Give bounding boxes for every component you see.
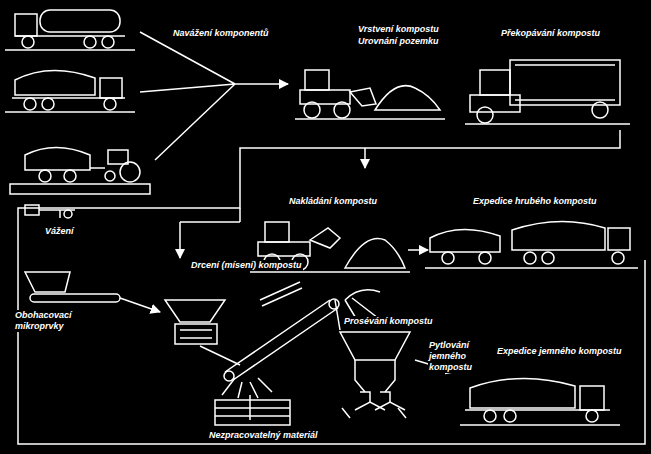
fine-compost-truck: [460, 378, 620, 425]
stage-label: Expedice hrubého kompostu: [472, 196, 598, 207]
coarse-compost-trucks: [425, 221, 638, 268]
stage-label: Vážení: [44, 226, 75, 237]
stage-label: Expedice jemného kompostu: [496, 346, 623, 357]
stage-label: Prosévání kompostu: [343, 316, 434, 327]
conveyor: [215, 282, 380, 425]
compost-turner: [465, 60, 630, 124]
stage-label: Vrstvení kompostu: [357, 24, 440, 35]
dump-truck: [5, 70, 135, 112]
crusher: [165, 300, 240, 365]
stage-label: Obohacovací mikroprvky: [14, 310, 78, 332]
stage-label: Navážení komponentů: [172, 28, 270, 39]
wheel-loader: [295, 70, 445, 119]
stage-label: Překopávání kompostu: [500, 28, 601, 39]
stage-label: Nezpracovatelný materiál: [208, 430, 319, 441]
additive-feeder: [25, 272, 160, 312]
stage-label: Pytlování jemného kompostu: [428, 340, 492, 373]
stage-label: Urovnání pozemku: [357, 36, 440, 47]
tanker-truck: [5, 10, 135, 50]
stage-label: Drcení (mísení) kompostu: [190, 260, 303, 271]
stage-label: Nakládání kompostu: [288, 196, 378, 207]
